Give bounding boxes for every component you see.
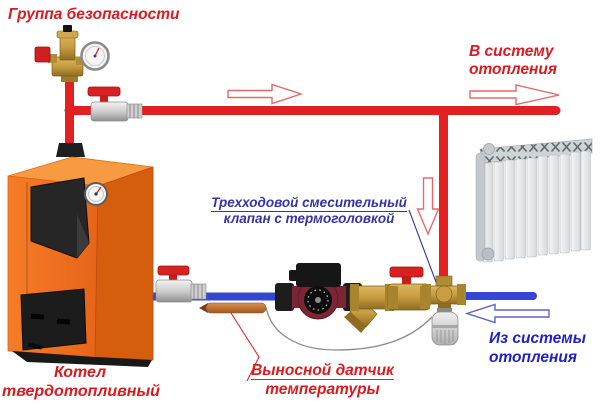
sensor-label-line2: температуры <box>265 381 380 398</box>
mixing-valve-label-line1: Трехходовой смесительный <box>211 195 407 212</box>
boiler-label: Котел твердотопливный <box>2 364 160 401</box>
y-strainer <box>344 284 395 333</box>
flow-arrow-down-icon <box>416 177 440 236</box>
flow-arrows <box>227 83 560 324</box>
boiler-label-line2: твердотопливный <box>2 382 160 400</box>
safety-group-unit <box>34 25 110 82</box>
sensor-leader-line <box>230 312 260 382</box>
mixing-valve-label: Трехходовой смесительный клапан с термог… <box>208 195 410 226</box>
safety-group-pressure-gauge-icon <box>80 41 110 71</box>
sensor-label: Выносной датчик температуры <box>240 361 405 399</box>
flow-arrow-right-to-system-icon <box>469 84 560 106</box>
supply-ball-valve <box>87 86 143 122</box>
boiler-return-ball-valve <box>155 265 207 303</box>
flow-arrow-right-supply-icon <box>227 83 304 105</box>
thermostatic-head <box>431 308 459 346</box>
from-system-line1: Из системы <box>489 330 586 347</box>
safety-group-label: Группа безопасности <box>8 6 180 23</box>
three-way-mixing-valve <box>422 275 466 309</box>
solid-fuel-boiler <box>7 143 154 367</box>
boiler-upper-door <box>30 177 90 259</box>
from-system-line2: отопления <box>489 348 577 366</box>
to-system-line2: отопления <box>469 61 557 78</box>
boiler-thermometer-gauge-icon <box>84 182 108 206</box>
capillary-wire <box>265 306 433 351</box>
circulation-pump <box>275 263 362 320</box>
radiator <box>475 138 593 263</box>
remote-temperature-sensor-bulb <box>199 302 267 314</box>
to-system-label: В систему отопления <box>469 43 557 79</box>
from-system-label: Из системы отопления <box>489 330 586 367</box>
mixing-valve-label-line2: клапан с термоголовкой <box>223 210 395 226</box>
sensor-label-line1: Выносной датчик <box>251 362 394 380</box>
supply-pipes <box>64 78 561 280</box>
boiler-lower-door <box>20 288 87 351</box>
mixing-valve-leader-line <box>408 209 437 283</box>
to-system-line1: В систему <box>469 43 554 60</box>
boiler-label-line1: Котел <box>53 364 107 381</box>
flow-arrow-left-return-icon <box>464 303 550 324</box>
